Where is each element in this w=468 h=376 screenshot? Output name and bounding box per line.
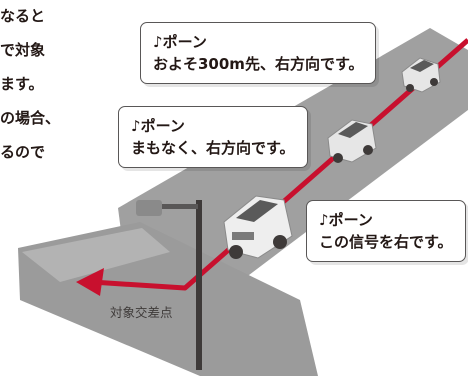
signal-light	[136, 200, 162, 216]
intersection-label: 対象交差点	[110, 305, 173, 320]
speech-bubble-300m: ♪ポーン およそ300m先、右方向です。	[140, 22, 377, 84]
bubble-chime-text: ♪ポーン	[153, 33, 207, 51]
car-middle	[327, 119, 377, 163]
road-surface	[22, 228, 170, 282]
car-near	[223, 195, 293, 259]
bubble-chime-text: ♪ポーン	[131, 117, 185, 135]
bubble-chime-text: ♪ポーン	[319, 211, 373, 229]
body-text-line-1: なると	[0, 7, 46, 25]
route-line	[91, 38, 468, 291]
route-arrowhead	[76, 268, 104, 296]
speech-bubble-soon: ♪ポーン まもなく、右方向です。	[118, 106, 308, 168]
body-text-line-5: るので	[0, 143, 46, 161]
bubble-guidance-text: この信号を右です。	[319, 233, 453, 251]
speech-bubble-signal: ♪ポーン この信号を右です。	[306, 200, 466, 262]
signal-pole	[196, 200, 202, 370]
bubble-guidance-text: まもなく、右方向です。	[131, 139, 295, 157]
bubble-guidance-text: およそ300m先、右方向です。	[153, 55, 364, 73]
signal-arm	[140, 204, 198, 209]
body-text-line-4: の場合、	[0, 109, 61, 127]
body-text-line-2: で対象	[0, 41, 46, 59]
car-far	[401, 57, 441, 93]
body-text-line-3: ます。	[0, 75, 44, 93]
